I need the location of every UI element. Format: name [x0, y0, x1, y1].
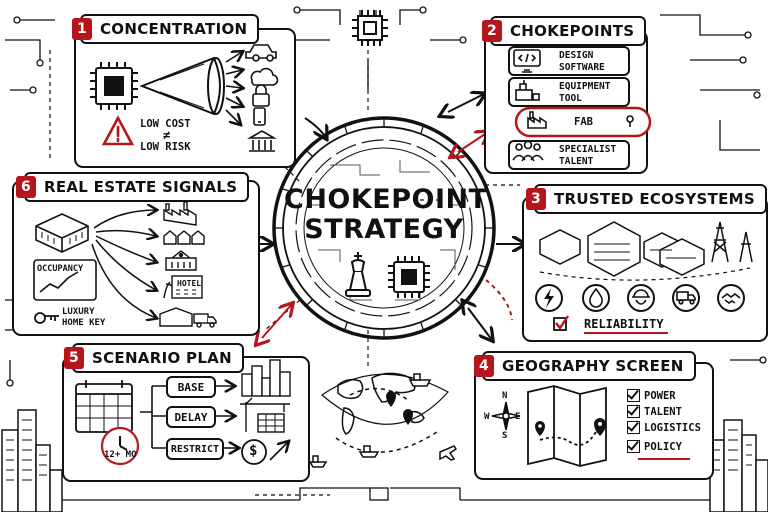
real-estate-title: REAL ESTATE SIGNALS	[44, 178, 238, 196]
luxury-label: LUXURY	[62, 307, 95, 317]
center-title-line-1: CHOKEPOINT	[284, 184, 488, 215]
chokepoint-label-design-software: DESIGN SOFTWARE	[559, 50, 605, 73]
chokepoint-label-equipment-tool: EQUIPMENT TOOL	[559, 81, 611, 104]
central-circle	[272, 116, 496, 340]
globe-map-icon	[321, 372, 449, 453]
check-icon	[627, 440, 640, 453]
chokepoint-item-equipment-tool	[508, 77, 630, 107]
concentration-tab: 1 CONCENTRATION	[72, 14, 260, 44]
center-title: CHOKEPOINT STRATEGY	[284, 184, 488, 245]
real-estate-panel	[12, 180, 260, 336]
hotel-label: HOTEL	[177, 279, 202, 288]
chokepoint-label-fab: FAB	[574, 116, 593, 128]
section-number-5: 5	[64, 347, 84, 369]
compass-south: S	[502, 431, 508, 441]
scenario-option-restrict: RESTRICT	[166, 438, 224, 460]
geography-screen-title: GEOGRAPHY SCREEN	[502, 357, 684, 375]
trusted-ecosystems-title: TRUSTED ECOSYSTEMS	[554, 190, 756, 208]
equation-bottom: LOW RISK	[140, 141, 191, 153]
scenario-plan-tab: 5 SCENARIO PLAN	[64, 343, 244, 373]
geo-check-label: LOGISTICS	[644, 421, 701, 434]
geo-check-power: POWER	[627, 389, 676, 402]
concentration-title: CONCENTRATION	[100, 20, 248, 38]
map-pin-icon	[386, 391, 413, 425]
scenario-option-base: BASE	[166, 376, 216, 398]
section-number-4: 4	[474, 355, 494, 377]
chess-king-icon	[345, 252, 371, 297]
center-title-line-2: STRATEGY	[304, 214, 464, 245]
geo-check-label: POWER	[644, 389, 676, 402]
compass-east: E	[515, 412, 521, 422]
equation-top: LOW COST	[140, 118, 191, 130]
check-icon	[627, 421, 640, 434]
home-key-label: HOME KEY	[62, 318, 106, 328]
top-chip-icon	[352, 10, 388, 46]
geo-check-label: TALENT	[644, 405, 682, 418]
section-number-6: 6	[16, 176, 36, 198]
ship-icon	[308, 373, 432, 468]
geo-check-label: POLICY	[644, 440, 682, 453]
circle-chip-icon	[388, 256, 430, 298]
reliability-label: RELIABILITY	[584, 317, 664, 331]
clock-label: 12+ MO	[104, 450, 137, 460]
section-number-1: 1	[72, 18, 92, 40]
section-number-2: 2	[482, 20, 502, 42]
compass-west: W	[484, 412, 490, 422]
geo-check-logistics: LOGISTICS	[627, 421, 701, 434]
city-skyline-left	[1, 409, 63, 512]
check-icon	[627, 405, 640, 418]
not-equal-symbol: ≠	[163, 128, 171, 142]
plane-icon	[439, 445, 458, 461]
chokepoint-label-specialist-talent: SPECIALIST TALENT	[559, 144, 617, 167]
city-skyline-right	[709, 419, 768, 512]
real-estate-tab: 6 REAL ESTATE SIGNALS	[16, 172, 250, 202]
check-icon	[627, 389, 640, 402]
geography-screen-tab: 4 GEOGRAPHY SCREEN	[474, 351, 696, 381]
section-number-3: 3	[526, 188, 546, 210]
trusted-ecosystems-tab: 3 TRUSTED ECOSYSTEMS	[526, 184, 768, 214]
scenario-plan-title: SCENARIO PLAN	[92, 349, 232, 367]
chokepoints-title: CHOKEPOINTS	[510, 22, 635, 40]
geo-check-policy: POLICY	[627, 440, 682, 453]
dollar-sign: $	[249, 443, 258, 459]
occupancy-label: OCCUPANCY	[37, 264, 84, 274]
scenario-option-delay: DELAY	[166, 406, 216, 428]
geo-check-talent: TALENT	[627, 405, 682, 418]
chokepoints-tab: 2 CHOKEPOINTS	[482, 16, 647, 46]
compass-north: N	[502, 391, 508, 401]
